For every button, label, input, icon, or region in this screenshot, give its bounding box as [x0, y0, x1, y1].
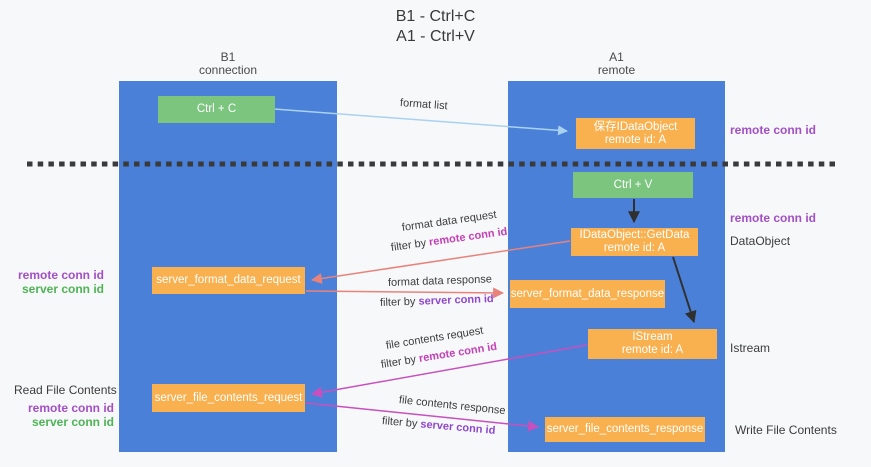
left-conn-id-group-2: Read File Contents remote conn id server…	[14, 383, 117, 429]
server-file-contents-request-label: server_file_contents_request	[154, 391, 303, 404]
server-file-contents-response-label: server_file_contents_response	[546, 423, 704, 435]
file-contents-response-filter-label: filter by server conn id	[381, 415, 496, 437]
server-conn-id-highlight: server conn id	[418, 293, 494, 308]
right-column-name: A1	[609, 50, 624, 64]
istream-side-label: Istream	[730, 341, 771, 355]
left-conn-id-group-1: remote conn id server conn id	[14, 268, 104, 296]
format-list-label: format list	[399, 97, 448, 113]
right-column-header: A1 remote	[508, 51, 725, 77]
save-dataobject-line2: remote id: A	[604, 133, 667, 146]
title-line-2: A1 - Ctrl+V	[396, 28, 475, 45]
istream-line1: IStream	[632, 331, 673, 343]
dataobject-label: DataObject	[730, 234, 791, 248]
read-file-contents-label: Read File Contents	[14, 383, 117, 397]
left-column-header: B1 connection	[119, 51, 337, 77]
server-format-data-request-node: server_format_data_request	[152, 267, 305, 294]
ctrl-c-node: Ctrl + C	[158, 96, 275, 123]
left2-remote-conn-id: remote conn id	[27, 401, 114, 415]
remote-conn-id-label-mid: remote conn id	[730, 211, 817, 225]
getdata-line1: IDataObject::GetData	[579, 229, 690, 241]
ctrl-v-node: Ctrl + V	[573, 172, 693, 198]
left1-server-conn-id: server conn id	[21, 282, 104, 296]
istream-line2: remote id: A	[621, 344, 684, 356]
server-format-data-request-label: server_format_data_request	[156, 274, 301, 286]
ctrl-c-label: Ctrl + C	[196, 103, 237, 115]
server-file-contents-response-node: server_file_contents_response	[545, 417, 705, 442]
save-dataobject-line1: 保存IDataObject	[593, 120, 678, 133]
file-contents-response-label: file contents response	[398, 394, 507, 418]
left2-server-conn-id: server conn id	[31, 415, 114, 429]
write-file-contents-label: Write File Contents	[735, 423, 837, 437]
server-format-data-response-label: server_format_data_response	[510, 287, 665, 300]
format-data-response-label: format data response	[387, 273, 493, 289]
title-line-1: B1 - Ctrl+C	[395, 8, 476, 25]
getdata-line2: remote id: A	[603, 242, 666, 254]
getdata-node: IDataObject::GetData remote id: A	[571, 228, 698, 256]
remote-conn-id-highlight: remote conn id	[428, 225, 509, 249]
save-dataobject-node: 保存IDataObject remote id: A	[576, 118, 695, 149]
right-column-subtitle: remote	[597, 63, 636, 77]
left-column-subtitle: connection	[198, 63, 258, 77]
left-column-name: B1	[220, 50, 236, 64]
ctrl-v-label: Ctrl + V	[613, 178, 653, 191]
remote-conn-id-label-top: remote conn id	[730, 123, 817, 137]
format-data-response-filter-label: filter by server conn id	[379, 293, 494, 309]
istream-node: IStream remote id: A	[588, 329, 717, 359]
diagram-title: B1 - Ctrl+C A1 - Ctrl+V	[0, 7, 871, 47]
server-conn-id-highlight: server conn id	[419, 418, 496, 437]
server-file-contents-request-node: server_file_contents_request	[152, 384, 305, 412]
server-format-data-response-node: server_format_data_response	[510, 280, 665, 308]
left1-remote-conn-id: remote conn id	[17, 268, 104, 282]
